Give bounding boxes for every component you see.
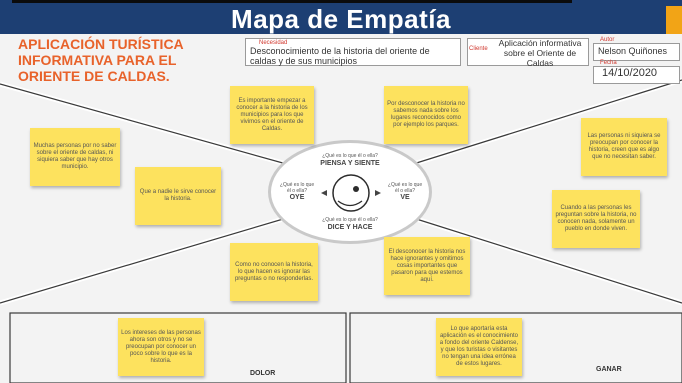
note-piensa-2: Por desconocer la historia no sabemos na… <box>384 86 468 144</box>
arrow-right-icon <box>375 190 381 196</box>
dolor-label: DOLOR <box>250 370 276 377</box>
center-circle <box>268 140 432 244</box>
piensa-label: PIENSA Y SIENTE <box>320 160 380 167</box>
oye-label: OYE <box>289 194 305 201</box>
dice-label: DICE Y HACE <box>327 224 373 231</box>
note-piensa-1: Es importante empezar a conocer a la his… <box>230 86 314 144</box>
face-mouth <box>337 200 363 207</box>
title-accent <box>666 6 682 34</box>
oye-question: ¿Qué es lo que él o ella? <box>279 182 315 194</box>
piensa-question: ¿Qué es lo que él o ella? <box>322 153 378 159</box>
autor-box <box>593 43 680 61</box>
note-dice-1: Como no conocen la historia, lo que hace… <box>230 243 318 301</box>
ve-label: VE <box>400 194 410 201</box>
cliente-text: Aplicación informativa sobre el Oriente … <box>498 38 582 68</box>
arrow-left-icon <box>321 190 327 196</box>
fecha-box <box>593 66 680 84</box>
fecha-label: Fecha <box>600 60 617 66</box>
note-ve-2: Cuando a las personas les preguntan sobr… <box>552 190 640 248</box>
note-oye-1: Muchas personas por no saber sobre el or… <box>30 128 120 186</box>
page-title: Mapa de Empatía <box>231 4 451 34</box>
necesidad-label: Necesidad <box>259 40 288 46</box>
fecha-value: 14/10/2020 <box>602 67 658 79</box>
ve-question: ¿Qué es lo que él o ella? <box>387 182 423 194</box>
face-eye <box>353 186 359 192</box>
title-bar <box>0 0 682 34</box>
note-ve-1: Las personas ni siquiera se preocupan po… <box>581 118 667 176</box>
cliente-label: Cliente <box>469 46 488 52</box>
dice-question: ¿Qué es lo que él o ella? <box>322 217 378 223</box>
divider-bottom-right-edge <box>409 216 682 304</box>
note-dolor-1: Los intereses de las personas ahora son … <box>118 318 204 376</box>
title-topline <box>12 0 572 3</box>
autor-label: Autor <box>600 37 615 43</box>
necesidad-text: Desconocimiento de la historia del orien… <box>250 46 430 66</box>
necesidad-box <box>245 38 461 66</box>
app-title: APLICACIÓN TURÍSTICA INFORMATIVA PARA EL… <box>18 36 184 84</box>
ganar-label: GANAR <box>596 366 622 373</box>
face-outline <box>332 174 370 212</box>
divider-bottom-left-edge <box>0 216 291 304</box>
note-oye-2: Que a nadie le sirve conocer la historia… <box>135 167 221 225</box>
autor-value: Nelson Quiñones <box>598 46 668 56</box>
divider-top-right-edge <box>409 79 682 166</box>
cliente-box <box>467 38 589 66</box>
note-ganar-1: Lo que aportaría esta aplicación es el c… <box>436 318 522 376</box>
note-dice-2: El desconocer la historia nos hace ignor… <box>384 237 470 295</box>
divider-top-left-edge <box>0 83 291 166</box>
